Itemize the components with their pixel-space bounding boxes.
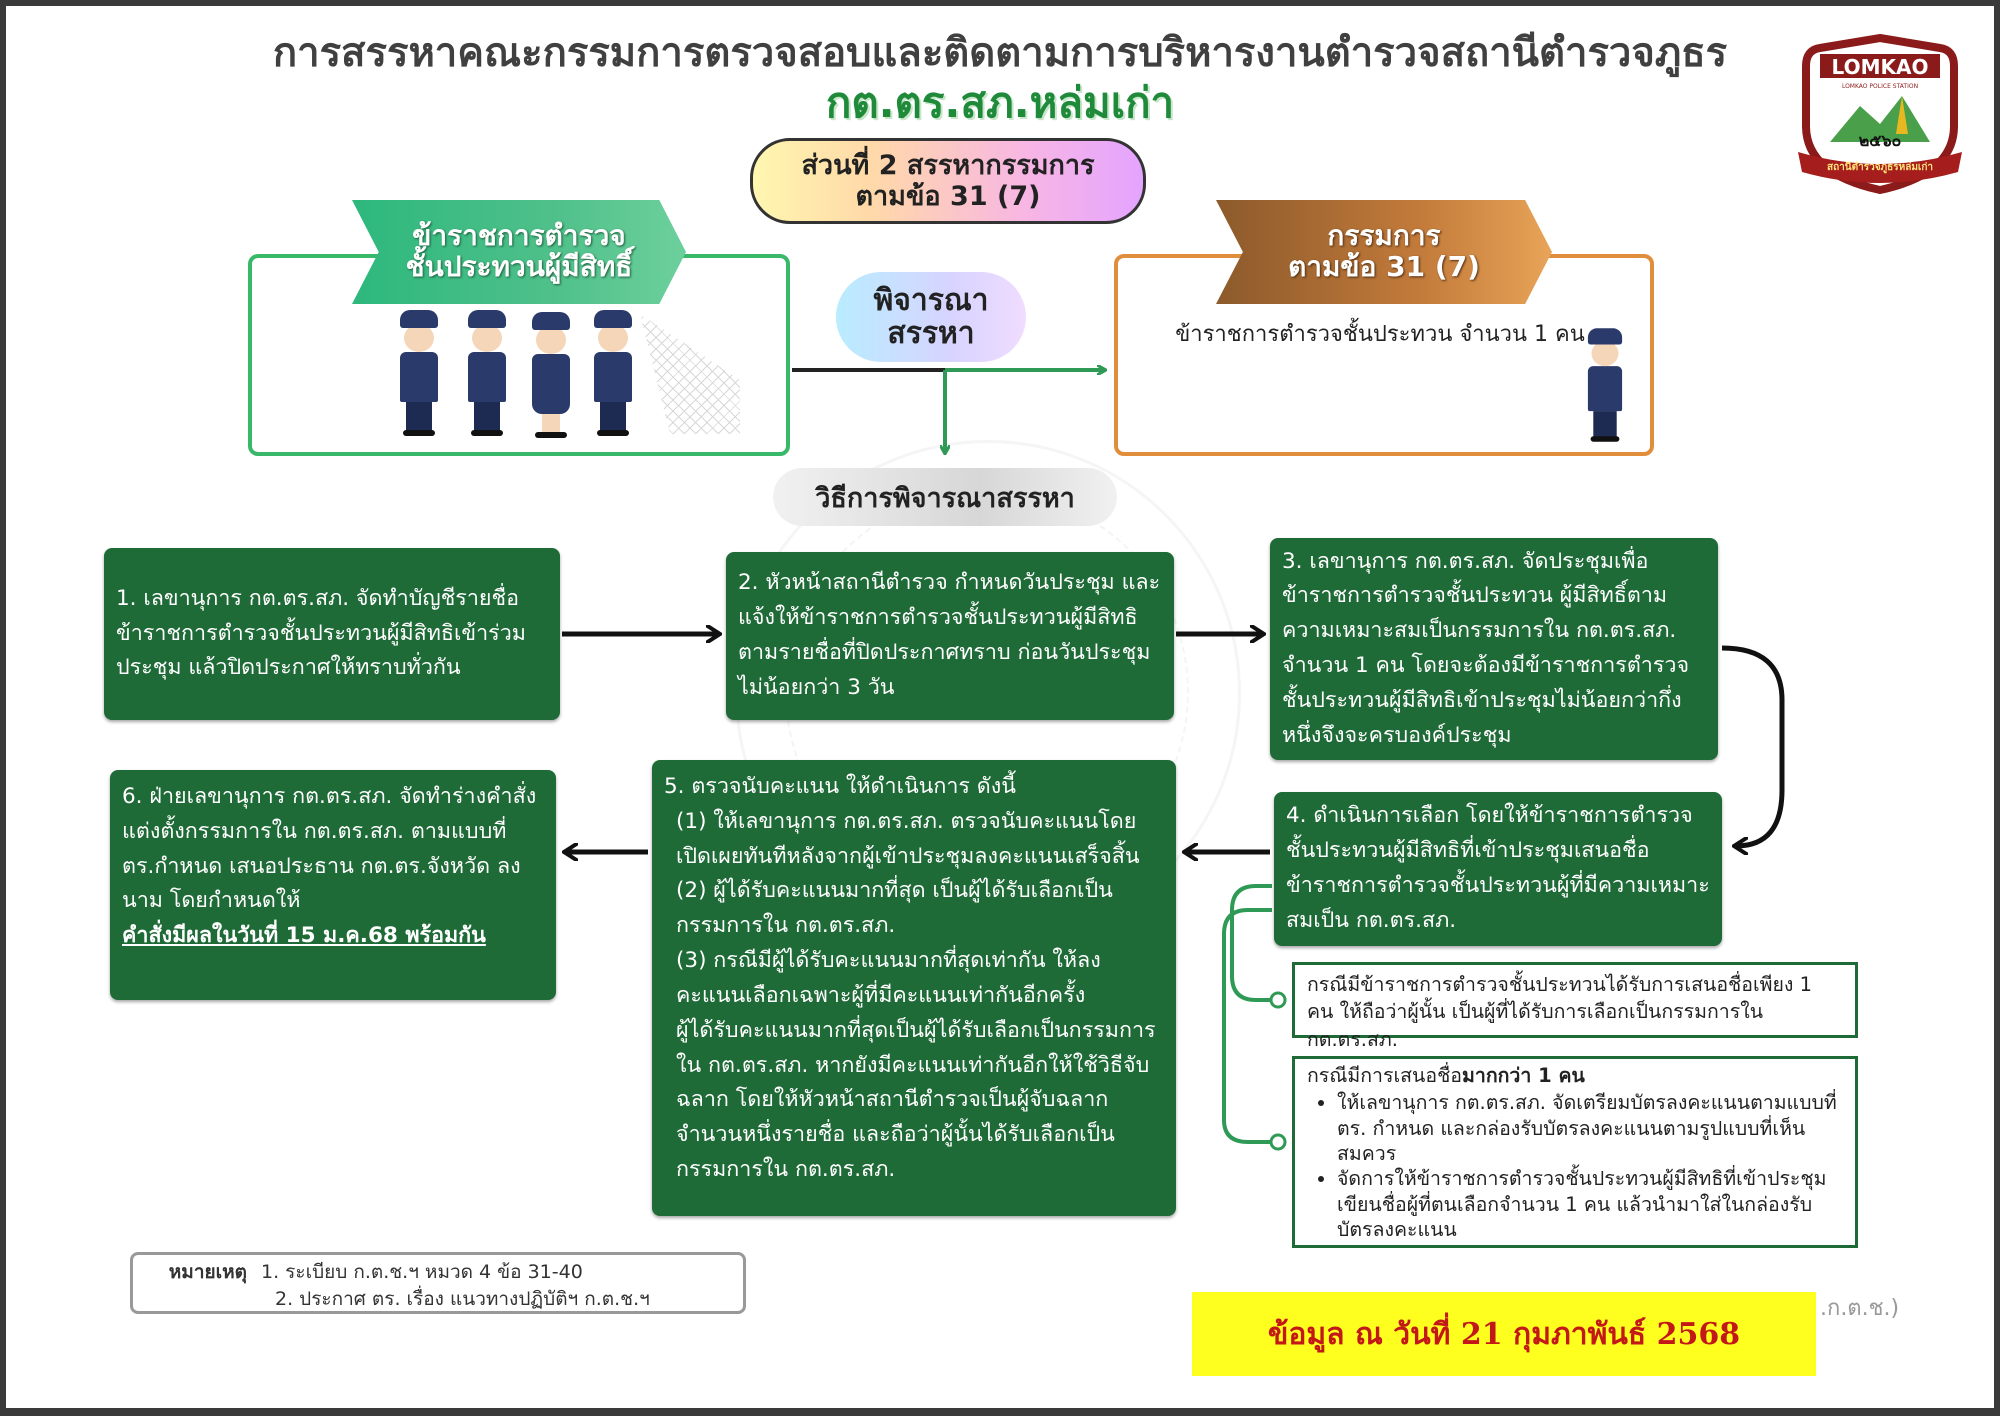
part-line2: ตามข้อ 31 (7) — [855, 181, 1041, 212]
case-multiple-item: จัดการให้ข้าราชการตำรวจชั้นประทวนผู้มีสิ… — [1337, 1166, 1843, 1242]
date-banner: ข้อมูล ณ วันที่ 21 กุมภาพันธ์ 2568 — [1192, 1292, 1816, 1376]
police-figure-icon — [592, 310, 634, 436]
method-label: วิธีการพิจารณาสรรหา — [773, 468, 1117, 526]
eligible-banner-line1: ข้าราชการตำรวจ — [412, 219, 626, 253]
case-multiple-nominees: กรณีมีการเสนอชื่อมากกว่า 1 คน ให้เลขานุก… — [1292, 1056, 1858, 1248]
step-5-heading: 5. ตรวจนับคะแนน ให้ดำเนินการ ดังนี้ — [664, 774, 1016, 799]
committee-banner: กรรมการ ตามข้อ 31 (7) — [1216, 200, 1552, 304]
note-box: หมายเหตุ 1. ระเบียบ ก.ต.ช.ฯ หมวด 4 ข้อ 31… — [130, 1252, 746, 1314]
svg-text:สถานีตำรวจภูธรหล่มเก่า: สถานีตำรวจภูธรหล่มเก่า — [1827, 161, 1933, 174]
step-6-box: 6. ฝ่ายเลขานุการ กต.ตร.สภ. จัดทำร่างคำสั… — [110, 770, 556, 1000]
case-multiple-item: ให้เลขานุการ กต.ตร.สภ. จัดเตรียมบัตรลงคะ… — [1337, 1090, 1843, 1166]
police-figure-icon — [398, 310, 440, 436]
step-4-box: 4. ดำเนินการเลือก โดยให้ข้าราชการตำรวจชั… — [1274, 792, 1722, 946]
step-5-item-2: (2) ผู้ได้รับคะแนนมากที่สุด เป็นผู้ได้รั… — [676, 878, 1113, 939]
police-figure-icon — [530, 312, 572, 438]
consider-pill: พิจารณา สรรหา — [836, 272, 1026, 362]
case-multiple-heading-bold: มากกว่า 1 คน — [1462, 1064, 1585, 1087]
committee-text: ข้าราชการตำรวจชั้นประทวน จำนวน 1 คน — [1175, 322, 1585, 347]
committee-banner-line1: กรรมการ — [1327, 219, 1441, 253]
case-bracket — [1222, 884, 1287, 1151]
svg-text:๒๕๖๐: ๒๕๖๐ — [1859, 131, 1902, 150]
step-2-text: 2. หัวหน้าสถานีตำรวจ กำหนดวันประชุม และแ… — [738, 570, 1161, 700]
step-5-item-3: (3) กรณีมีผู้ได้รับคะแนนมากที่สุดเท่ากัน… — [676, 948, 1101, 1008]
step-6-text: 6. ฝ่ายเลขานุการ กต.ตร.สภ. จัดทำร่างคำสั… — [122, 784, 537, 914]
case-multiple-heading-text: กรณีมีการเสนอชื่อ — [1307, 1064, 1463, 1087]
case-single-nominee: กรณีมีข้าราชการตำรวจชั้นประทวนได้รับการเ… — [1292, 962, 1858, 1051]
svg-text:LOMKAO: LOMKAO — [1832, 55, 1929, 79]
consider-line1: พิจารณา — [873, 283, 989, 318]
arrow-3-4 — [1721, 645, 1785, 846]
step-3-text: 3. เลขานุการ กต.ตร.สภ. จัดประชุมเพื่อข้า… — [1282, 548, 1690, 748]
step-2-box: 2. หัวหน้าสถานีตำรวจ กำหนดวันประชุม และแ… — [726, 552, 1174, 720]
step-3-box: 3. เลขานุการ กต.ตร.สภ. จัดประชุมเพื่อข้า… — [1270, 538, 1718, 760]
note-line-2: 2. ประกาศ ตร. เรื่อง แนวทางปฏิบัติฯ ก.ต.… — [275, 1287, 650, 1310]
eligible-banner-line2: ชั้นประทวนผู้มีสิทธิ์ — [405, 250, 633, 283]
step-5-box: 5. ตรวจนับคะแนน ให้ดำเนินการ ดังนี้ (1) … — [652, 760, 1176, 1216]
step-1-box: 1. เลขานุการ กต.ตร.สภ. จัดทำบัญชีรายชื่อ… — [104, 548, 560, 720]
eligible-banner: ข้าราชการตำรวจ ชั้นประทวนผู้มีสิทธิ์ — [352, 200, 686, 304]
case-multiple-list: ให้เลขานุการ กต.ตร.สภ. จัดเตรียมบัตรลงคะ… — [1307, 1090, 1843, 1242]
consider-line2: สรรหา — [887, 316, 975, 351]
svg-text:LOMKAO POLICE STATION: LOMKAO POLICE STATION — [1842, 83, 1918, 90]
page-subtitle: กต.ตร.สภ.หล่มเก่า — [825, 78, 1175, 127]
lomkao-police-logo: LOMKAO LOMKAO POLICE STATION ๒๕๖๐ สถานีต… — [1798, 34, 1962, 194]
note-label: หมายเหตุ — [168, 1261, 247, 1283]
step-1-text: 1. เลขานุการ กต.ตร.สภ. จัดทำบัญชีรายชื่อ… — [116, 585, 526, 681]
step-6-effective-date: คำสั่งมีผลในวันที่ 15 ม.ค.68 พร้อมกัน — [122, 923, 486, 949]
step-5-item-1: (1) ให้เลขานุการ กต.ตร.สภ. ตรวจนับคะแนนโ… — [676, 808, 1140, 869]
part-pill: ส่วนที่ 2 สรรหากรรมการ ตามข้อ 31 (7) — [750, 138, 1146, 224]
police-figure-icon — [466, 310, 508, 436]
case-multiple-heading: กรณีมีการเสนอชื่อมากกว่า 1 คน — [1307, 1063, 1843, 1088]
committee-banner-line2: ตามข้อ 31 (7) — [1288, 250, 1480, 283]
step-4-text: 4. ดำเนินการเลือก โดยให้ข้าราชการตำรวจชั… — [1286, 803, 1710, 933]
part-line1: ส่วนที่ 2 สรรหากรรมการ — [801, 149, 1095, 181]
step-5-item-4: ผู้ได้รับคะแนนมากที่สุดเป็นผู้ได้รับเลือ… — [676, 1017, 1156, 1183]
note-line-1: 1. ระเบียบ ก.ต.ช.ฯ หมวด 4 ข้อ 31-40 — [261, 1261, 583, 1283]
police-figure-icon — [1586, 328, 1624, 442]
page-title: การสรรหาคณะกรรมการตรวจสอบและติดตามการบริ… — [272, 30, 1728, 76]
faint-footer-text: .ก.ต.ช.) — [1820, 1296, 1900, 1321]
top-connector — [792, 370, 1104, 452]
